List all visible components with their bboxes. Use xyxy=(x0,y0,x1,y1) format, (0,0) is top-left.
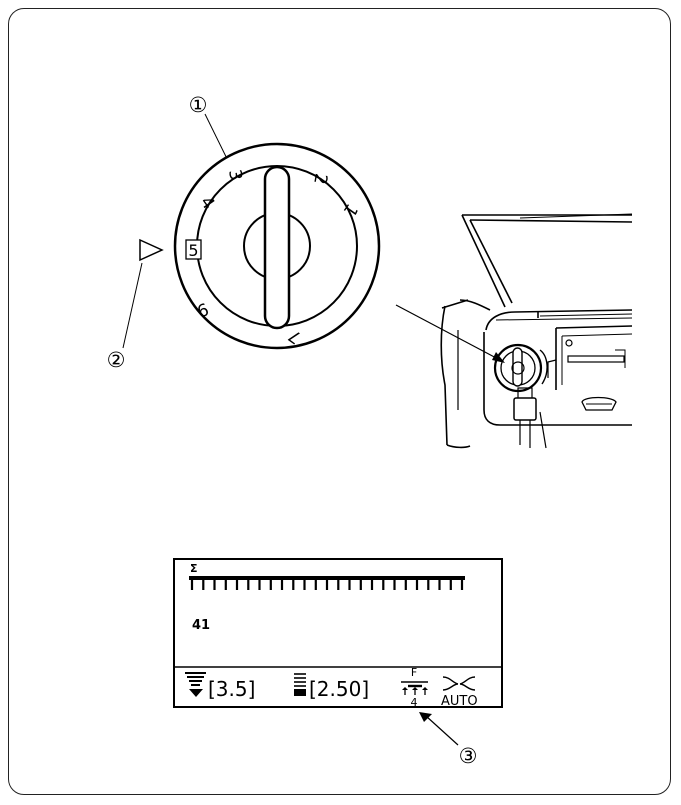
dial-selected-box xyxy=(185,239,202,260)
callout-3-leader xyxy=(425,715,459,746)
dial-grip-bar xyxy=(263,165,291,330)
lcd-display: Σ 41 [3.5] [2.50] F xyxy=(173,558,503,709)
machine-pointer-arrowhead xyxy=(492,352,505,363)
callout-1: ① xyxy=(189,93,208,117)
machine-illustration xyxy=(440,213,633,449)
indicator-triangle xyxy=(139,238,164,262)
tension-value: 4 xyxy=(411,696,418,709)
stitch-width-icon xyxy=(185,672,206,697)
dial-number-5: 5 xyxy=(188,241,198,260)
stitch-width-value: [3.5] xyxy=(208,677,255,701)
tension-dial: 3 2 1 4 5 6 7 xyxy=(173,142,381,350)
pattern-number: 41 xyxy=(192,618,210,633)
stitch-length-icon xyxy=(294,673,306,696)
callout-2: ② xyxy=(107,348,126,372)
callout-3: ③ xyxy=(459,744,478,768)
sigma-icon: Σ xyxy=(190,562,198,575)
presser-foot-icon xyxy=(401,681,428,695)
stitch-length-value: [2.50] xyxy=(309,677,369,701)
feed-label: F xyxy=(411,666,417,679)
page-frame xyxy=(8,8,671,795)
dial-number-3: 3 xyxy=(224,168,246,182)
auto-label: AUTO xyxy=(441,694,478,709)
callout-2-leader xyxy=(122,262,143,349)
dial-number-2: 2 xyxy=(309,172,331,186)
stitch-pattern-icon xyxy=(189,576,465,590)
thread-cutter-icon xyxy=(442,676,476,691)
callout-3-arrowhead xyxy=(419,712,432,722)
machine-pointer-arrow xyxy=(395,304,501,361)
